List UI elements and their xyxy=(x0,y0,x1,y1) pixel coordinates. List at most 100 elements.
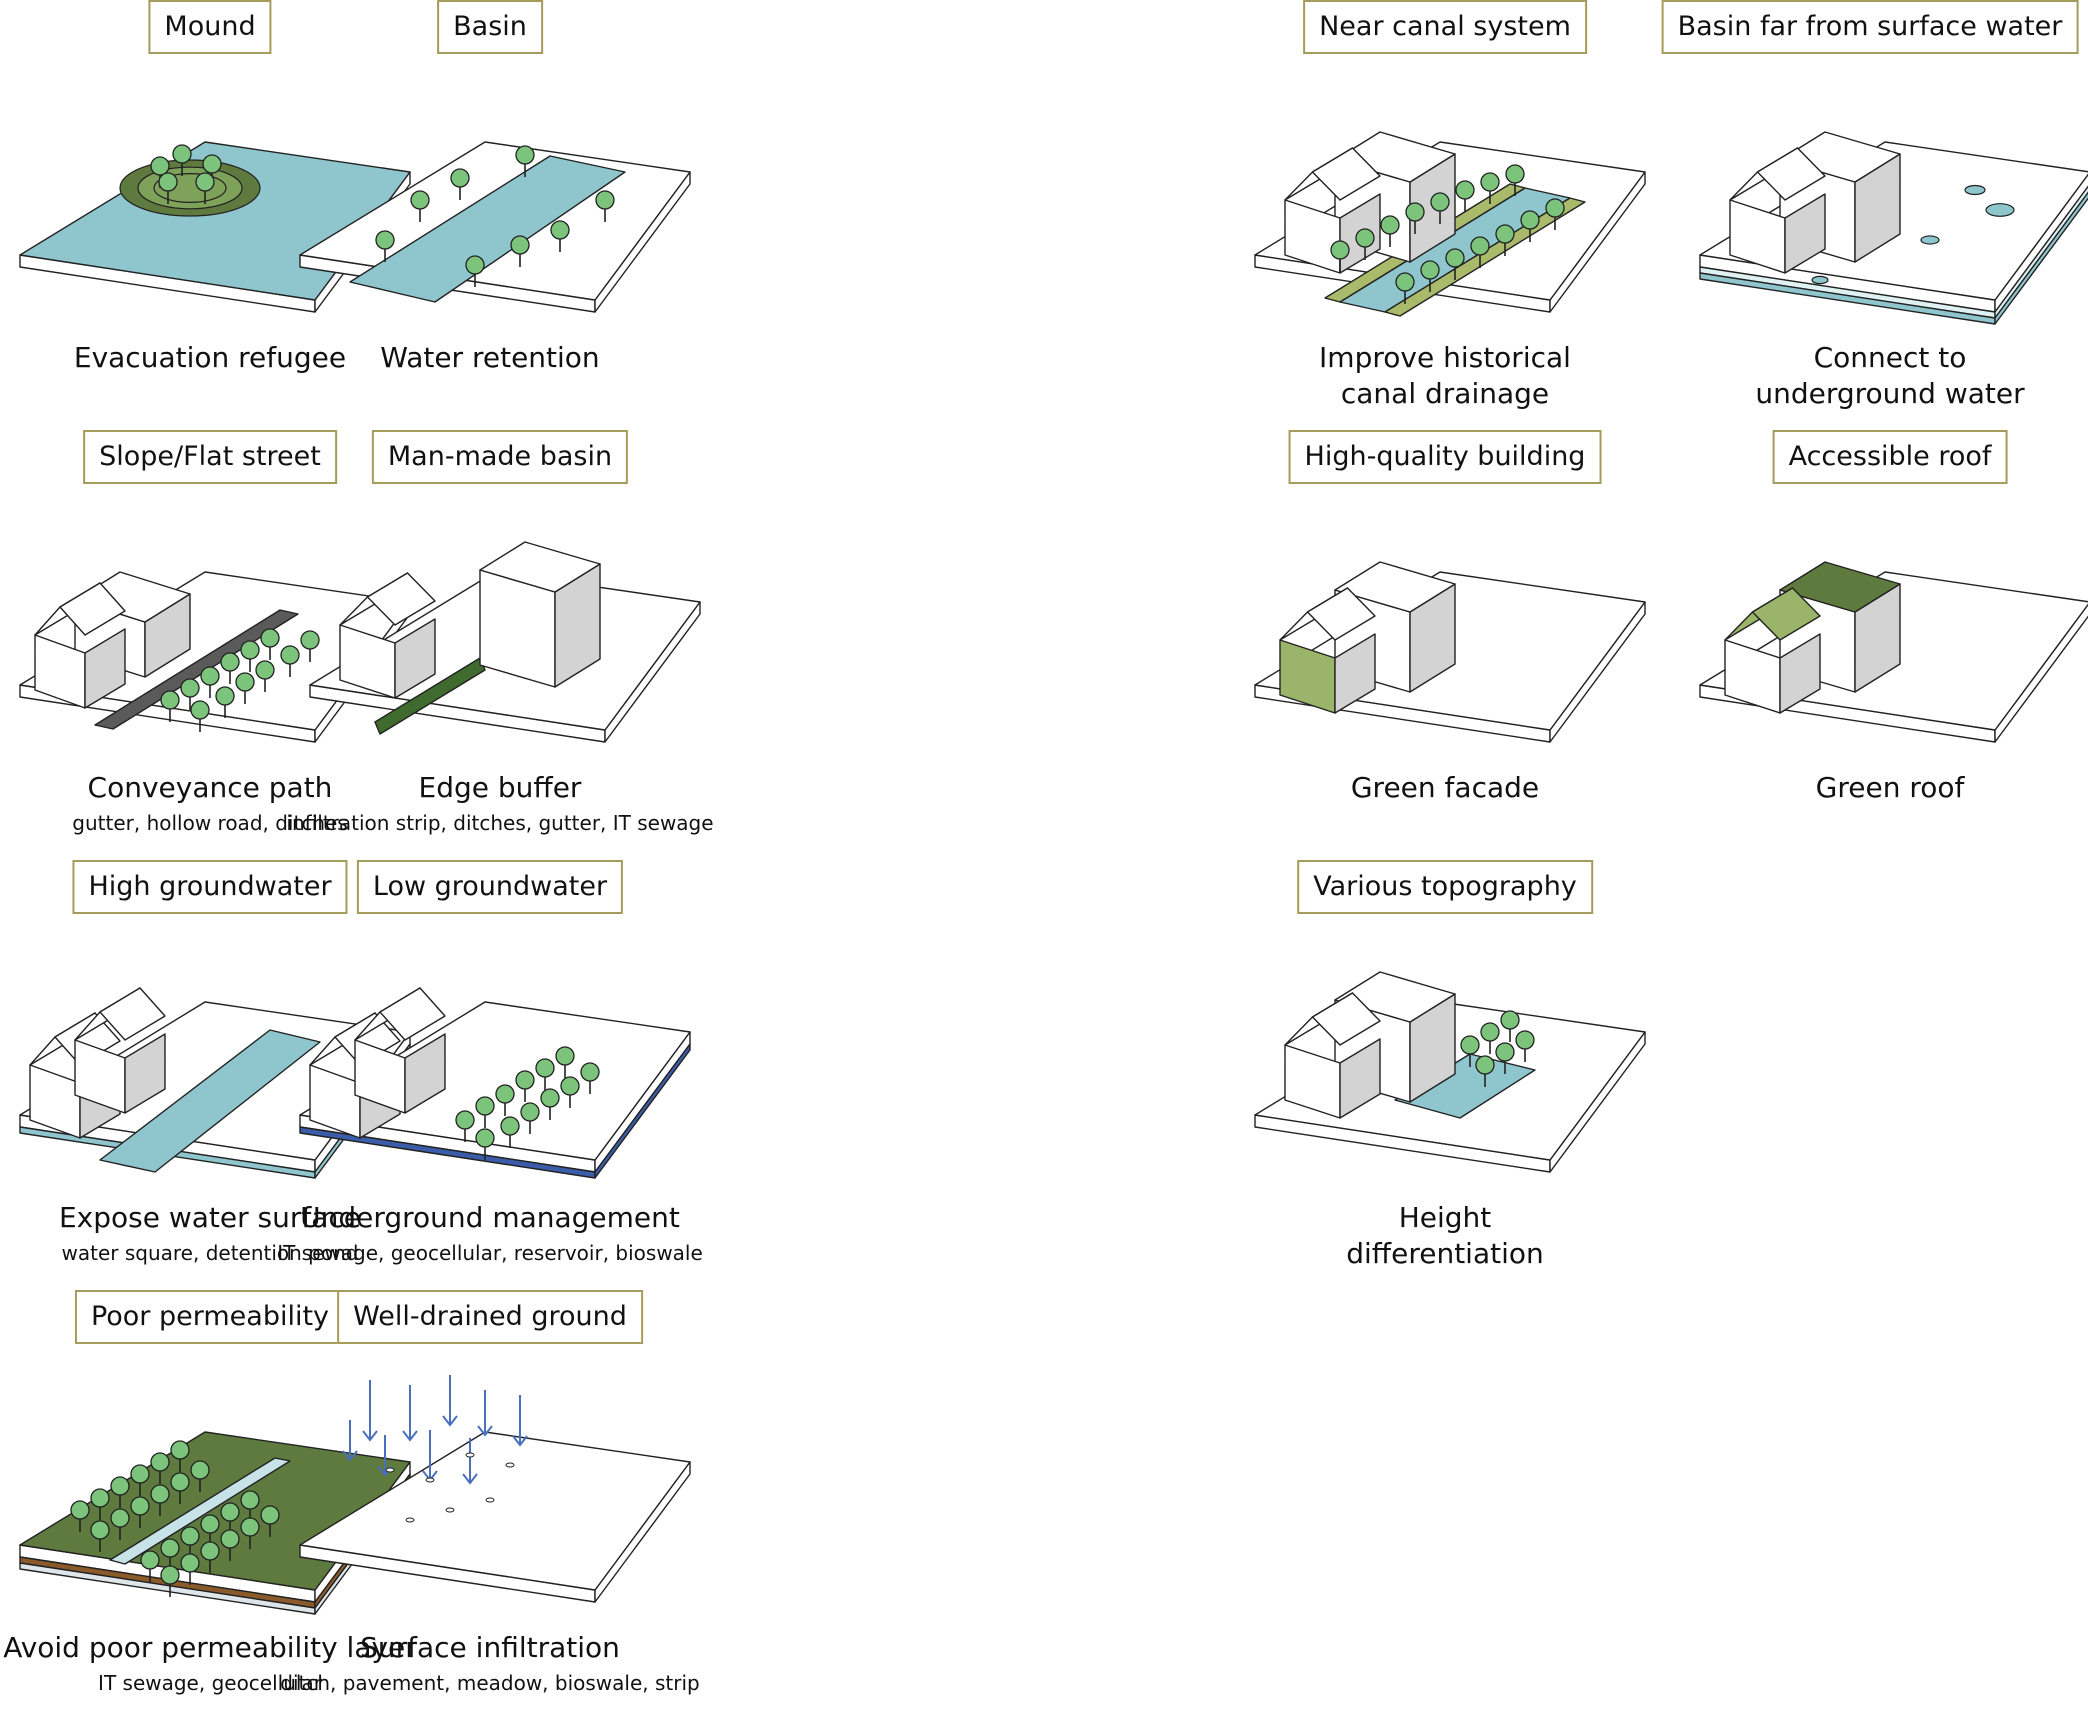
tree-icon xyxy=(1495,224,1515,256)
pore-icon xyxy=(505,1462,515,1468)
hole-icon xyxy=(1964,184,1986,196)
tree-icon xyxy=(215,686,235,718)
block-top xyxy=(479,541,601,593)
arrow-down-icon xyxy=(477,1390,493,1437)
pore-icon xyxy=(385,1467,395,1473)
tree-icon xyxy=(90,1488,110,1520)
condition-tag: Poor permeability xyxy=(74,1290,346,1344)
tree-icon xyxy=(450,168,470,200)
condition-tag: Mound xyxy=(148,0,272,54)
tree-icon xyxy=(1475,1055,1495,1087)
block-top xyxy=(1334,971,1456,1023)
street-gutter xyxy=(94,609,299,730)
tree-icon xyxy=(190,1460,210,1492)
condition-tag: Accessible roof xyxy=(1772,430,2008,484)
tree-icon xyxy=(1545,198,1565,230)
tree-icon xyxy=(160,690,180,722)
house-side xyxy=(394,618,436,699)
tree-icon xyxy=(560,1076,580,1108)
house-roof xyxy=(1311,147,1381,201)
tree-icon xyxy=(160,1565,180,1597)
tree-icon xyxy=(1495,1042,1515,1074)
isometric-illustration xyxy=(299,141,691,313)
condition-tag: Basin xyxy=(437,0,543,54)
tree-icon xyxy=(1505,164,1525,196)
caption-line: Connect to xyxy=(1813,341,1967,374)
caption-line: underground water xyxy=(1755,377,2025,410)
tree-icon xyxy=(170,1472,190,1504)
tree-icon xyxy=(280,645,300,677)
arrow-down-icon xyxy=(342,1420,358,1462)
condition-tag: Various topography xyxy=(1297,860,1593,914)
caption-line: canal drainage xyxy=(1340,377,1550,410)
house-roof xyxy=(334,1012,401,1066)
tree-icon xyxy=(130,1464,150,1496)
strategy-caption: Expose water surface water square, detent… xyxy=(0,1200,430,1268)
tree-icon xyxy=(535,1058,555,1090)
caption-line: Avoid poor permeability layer xyxy=(3,1631,417,1664)
house-roof xyxy=(1751,587,1821,641)
pore-icon xyxy=(405,1517,415,1523)
strategy-caption: Green facade xyxy=(1225,770,1665,806)
house-side xyxy=(84,628,126,709)
hole-icon xyxy=(1811,275,1829,285)
pore-icon xyxy=(465,1452,475,1458)
arrow-down-icon xyxy=(512,1395,528,1447)
strategy-caption: Surface infiltration ditch, pavement, mea… xyxy=(270,1630,710,1698)
divider xyxy=(109,1457,291,1565)
hole-icon xyxy=(1920,235,1940,245)
arrow-down-icon xyxy=(402,1385,418,1442)
house-side xyxy=(124,1033,166,1114)
condition-tag: High-quality building xyxy=(1288,430,1602,484)
condition-tag: High groundwater xyxy=(72,860,348,914)
tree-icon xyxy=(1455,180,1475,212)
tree-icon xyxy=(195,172,215,204)
tree-icon xyxy=(1355,228,1375,260)
strategy-subcaption: IT sewage, geocellular xyxy=(98,1671,322,1695)
house-side xyxy=(1334,633,1376,714)
tree-icon xyxy=(70,1500,90,1532)
strategy-subcaption: ditch, pavement, meadow, bioswale, strip xyxy=(280,1671,700,1695)
exposed-water xyxy=(99,1029,321,1173)
tree-icon xyxy=(1420,260,1440,292)
slab-top xyxy=(299,1431,691,1591)
block-top xyxy=(1779,131,1901,183)
tree-icon xyxy=(475,1096,495,1128)
tree-icon xyxy=(1460,1035,1480,1067)
tree-icon xyxy=(150,1452,170,1484)
tree-icon xyxy=(180,1553,200,1585)
tree-icon xyxy=(550,220,570,252)
tree-icon xyxy=(140,1550,160,1582)
tree-icon xyxy=(190,700,210,732)
tree-icon xyxy=(240,1490,260,1522)
tree-icon xyxy=(255,660,275,692)
tree-icon xyxy=(200,1541,220,1573)
hole-icon xyxy=(1985,203,2015,217)
caption-line: Green facade xyxy=(1350,771,1540,804)
tree-icon xyxy=(1470,236,1490,268)
tree-icon xyxy=(260,1505,280,1537)
isometric-illustration xyxy=(1254,131,1646,317)
caption-line: Underground management xyxy=(300,1201,680,1234)
tree-icon xyxy=(455,1110,475,1142)
tree-icon xyxy=(510,235,530,267)
tree-icon xyxy=(220,652,240,684)
slab-layer xyxy=(1994,185,2088,319)
caption-line: Edge buffer xyxy=(418,771,582,804)
caption-line: Surface infiltration xyxy=(360,1631,620,1664)
pore-icon xyxy=(485,1497,495,1503)
basin-water xyxy=(349,155,626,303)
tree-icon xyxy=(375,230,395,262)
strategy-subcaption: gutter, hollow road, ditches xyxy=(72,811,348,835)
caption-line: Expose water surface xyxy=(58,1201,362,1234)
isometric-illustration xyxy=(1254,971,1646,1173)
isometric-illustration xyxy=(19,571,411,743)
tree-icon xyxy=(180,1526,200,1558)
strategy-subcaption: water square, detention pond xyxy=(61,1241,359,1265)
